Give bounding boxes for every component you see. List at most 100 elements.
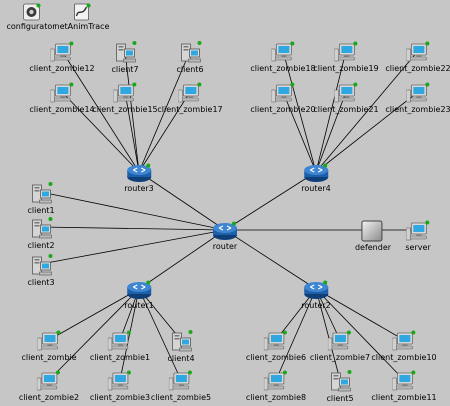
node-server[interactable]: server xyxy=(405,220,431,252)
node-label: client_zombie1 xyxy=(89,353,151,362)
link-router2-client_zombie10 xyxy=(315,288,405,341)
node-client_zombie3[interactable]: client_zombie3 xyxy=(90,370,150,402)
workstation-icon xyxy=(327,330,352,352)
node-client5[interactable]: client5 xyxy=(326,369,354,403)
node-client3[interactable]: client3 xyxy=(27,253,55,287)
workstation-icon xyxy=(263,330,288,352)
node-label: client_zombie20 xyxy=(250,105,316,114)
link-router3-client_zombie15 xyxy=(124,91,140,173)
node-label: client_zombie11 xyxy=(371,393,437,402)
link-router2-client5 xyxy=(315,288,341,381)
link-router4-client_zombie23 xyxy=(315,91,419,173)
node-client1[interactable]: client1 xyxy=(27,181,55,215)
node-label: router4 xyxy=(301,184,331,193)
node-client_zombie20[interactable]: client_zombie20 xyxy=(250,82,316,114)
node-label: client_zombie15 xyxy=(92,105,158,114)
link-router2-client_zombie11 xyxy=(315,288,405,381)
node-label: client_zombie2 xyxy=(18,393,80,402)
configurator-icon xyxy=(21,3,41,21)
node-client_zombie14[interactable]: client_zombie14 xyxy=(29,82,95,114)
node-client_zombie18[interactable]: client_zombie18 xyxy=(250,41,316,73)
node-client2[interactable]: client2 xyxy=(27,216,55,250)
link-router4-client_zombie19 xyxy=(315,50,347,173)
router-icon xyxy=(126,163,152,183)
workstation-icon xyxy=(405,41,430,63)
workstation-icon xyxy=(270,41,295,63)
node-client_zombie19[interactable]: client_zombie19 xyxy=(313,41,379,73)
link-router1-client_zombie2 xyxy=(48,288,140,381)
node-configurator[interactable]: configurator xyxy=(6,3,56,31)
link-router3-client6 xyxy=(138,50,191,173)
node-client_zombie11[interactable]: client_zombie11 xyxy=(371,370,437,402)
trace-icon xyxy=(72,3,92,21)
node-client_zombie6[interactable]: client_zombie6 xyxy=(246,330,306,362)
tower-icon xyxy=(113,40,137,64)
workstation-icon xyxy=(36,370,61,392)
link-router3-client_zombie14 xyxy=(61,91,140,173)
tower-icon xyxy=(29,181,53,205)
node-client_zombie22[interactable]: client_zombie22 xyxy=(385,41,450,73)
link-router-router3 xyxy=(138,171,226,231)
node-label: client4 xyxy=(167,354,195,363)
workstation-icon xyxy=(107,330,132,352)
node-client4[interactable]: client4 xyxy=(167,329,195,363)
node-client_zombie10[interactable]: client_zombie10 xyxy=(371,330,437,362)
node-label: client_zombie6 xyxy=(245,353,307,362)
router-icon xyxy=(126,280,152,300)
node-label: client_zombie12 xyxy=(29,64,95,73)
link-router-router4 xyxy=(224,171,317,231)
node-client_zombie17[interactable]: client_zombie17 xyxy=(157,82,223,114)
node-label: server xyxy=(405,243,431,252)
link-router1-client_zombie5 xyxy=(138,288,182,381)
node-netAnimTrace[interactable]: netAnimTrace xyxy=(55,3,109,31)
node-router3[interactable]: router3 xyxy=(124,163,154,193)
tower-icon xyxy=(178,40,202,64)
workstation-icon xyxy=(49,82,74,104)
workstation-icon xyxy=(49,41,74,63)
workstation-icon xyxy=(263,370,288,392)
node-client7[interactable]: client7 xyxy=(111,40,139,74)
node-label: client5 xyxy=(326,394,354,403)
node-client6[interactable]: client6 xyxy=(176,40,204,74)
router-icon xyxy=(303,280,329,300)
link-router1-client_zombie3 xyxy=(119,288,140,381)
node-client_zombie1[interactable]: client_zombie1 xyxy=(90,330,150,362)
node-client_zombie15[interactable]: client_zombie15 xyxy=(92,82,158,114)
node-router4[interactable]: router4 xyxy=(301,163,331,193)
link-router4-client_zombie20 xyxy=(282,91,317,173)
node-client_zombie12[interactable]: client_zombie12 xyxy=(29,41,95,73)
node-defender[interactable]: defender xyxy=(355,220,391,252)
workstation-icon xyxy=(405,220,430,242)
node-label: client7 xyxy=(111,65,139,74)
router-icon xyxy=(303,163,329,183)
workstation-icon xyxy=(37,330,61,352)
workstation-icon xyxy=(177,82,202,104)
workstation-icon xyxy=(405,82,430,104)
node-label: client3 xyxy=(27,278,55,287)
workstation-icon xyxy=(333,41,358,63)
node-client_zombie23[interactable]: client_zombie23 xyxy=(385,82,450,114)
node-label: client1 xyxy=(27,206,55,215)
node-router2[interactable]: router2 xyxy=(301,280,331,310)
node-label: client_zombie23 xyxy=(385,105,450,114)
tower-icon xyxy=(328,369,352,393)
node-label: router1 xyxy=(124,301,154,310)
link-router-client3 xyxy=(40,229,226,265)
node-client_zombie[interactable]: client_zombie xyxy=(21,330,77,362)
node-label: client_zombie7 xyxy=(309,353,371,362)
node-label: client_zombie21 xyxy=(313,105,379,114)
node-router1[interactable]: router1 xyxy=(124,280,154,310)
node-router[interactable]: router xyxy=(212,221,238,251)
node-client_zombie7[interactable]: client_zombie7 xyxy=(310,330,370,362)
node-client_zombie2[interactable]: client_zombie2 xyxy=(19,370,79,402)
node-label: client_zombie8 xyxy=(245,393,307,402)
node-client_zombie5[interactable]: client_zombie5 xyxy=(151,370,211,402)
workstation-icon xyxy=(333,82,358,104)
node-client_zombie8[interactable]: client_zombie8 xyxy=(246,370,306,402)
node-label: client6 xyxy=(176,65,204,74)
node-client_zombie21[interactable]: client_zombie21 xyxy=(313,82,379,114)
node-label: client_zombie18 xyxy=(250,64,316,73)
link-router-client1 xyxy=(40,191,226,231)
